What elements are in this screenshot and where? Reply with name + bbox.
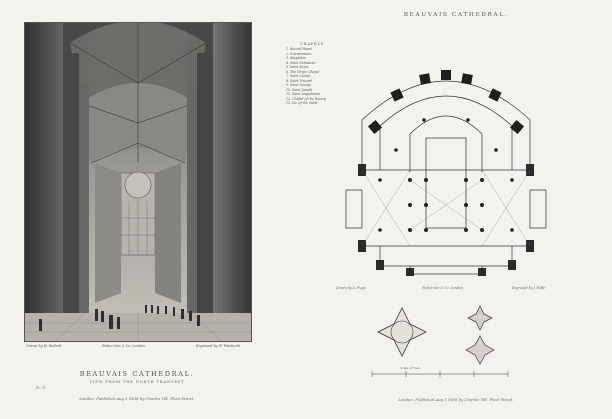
scale-label: Scale of Feet — [400, 366, 420, 370]
plan-title: BEAUVAIS CATHEDRAL. — [403, 12, 509, 18]
legend-item: 11. Saint Angadrema — [286, 92, 321, 96]
legend-item: 1. Sacred Heart — [286, 47, 312, 51]
legend-item: 13. Do. of the Saint — [286, 101, 318, 105]
legend-item: 12. Chapel of the Rosary — [286, 96, 326, 101]
interior-illustration — [25, 23, 251, 341]
pier-section-details — [370, 298, 510, 384]
legend-item: 5. Saint Denis — [286, 65, 309, 69]
plan-drawn-by-credit: Drawn by A. Pugin — [336, 286, 367, 290]
legend-item: 3. Magdalen — [286, 56, 307, 60]
floor-plan — [340, 60, 552, 282]
plate-subtitle: VIEW FROM THE NORTH TRANSEPT — [89, 380, 185, 384]
drawn-by-credit: Drawn by H. Bullard — [26, 344, 62, 348]
publication-line: London, Published Aug.1 1836 by Charles … — [79, 396, 195, 401]
plate-number: Pl. 31 — [36, 386, 46, 390]
legend-heading: CHAPELS — [300, 42, 324, 46]
legend-item: 7. Saint Lucien — [286, 74, 311, 78]
floor-plan-drawing — [345, 70, 547, 276]
pier-details-drawing — [371, 305, 509, 377]
engraved-by-credit: Engraved by W. Woolnoth — [196, 344, 241, 348]
plan-engraved-by-credit: Engraved by J. Roffe — [512, 286, 545, 290]
legend-item: 8. Saint Vincent — [286, 78, 312, 83]
publisher-credit: Fisher Son & Co. London — [102, 344, 146, 348]
plate-title: BEAUVAIS CATHEDRAL. — [79, 370, 195, 378]
plan-publication-line: London, Published Aug.1 1836 by Charles … — [398, 397, 514, 402]
legend-item: 10. Saint Joseph — [286, 87, 313, 92]
legend-item: 9. Saint George — [286, 83, 312, 87]
legend-item: 4. Saint Sebastian — [286, 60, 316, 65]
legend-item: 6. The Virgin Chapel — [286, 69, 320, 74]
plan-publisher-credit: Fisher Son & Co. London — [422, 286, 463, 290]
cathedral-interior-engraving — [24, 22, 252, 342]
legend-item: 2. Conversation — [286, 51, 312, 56]
